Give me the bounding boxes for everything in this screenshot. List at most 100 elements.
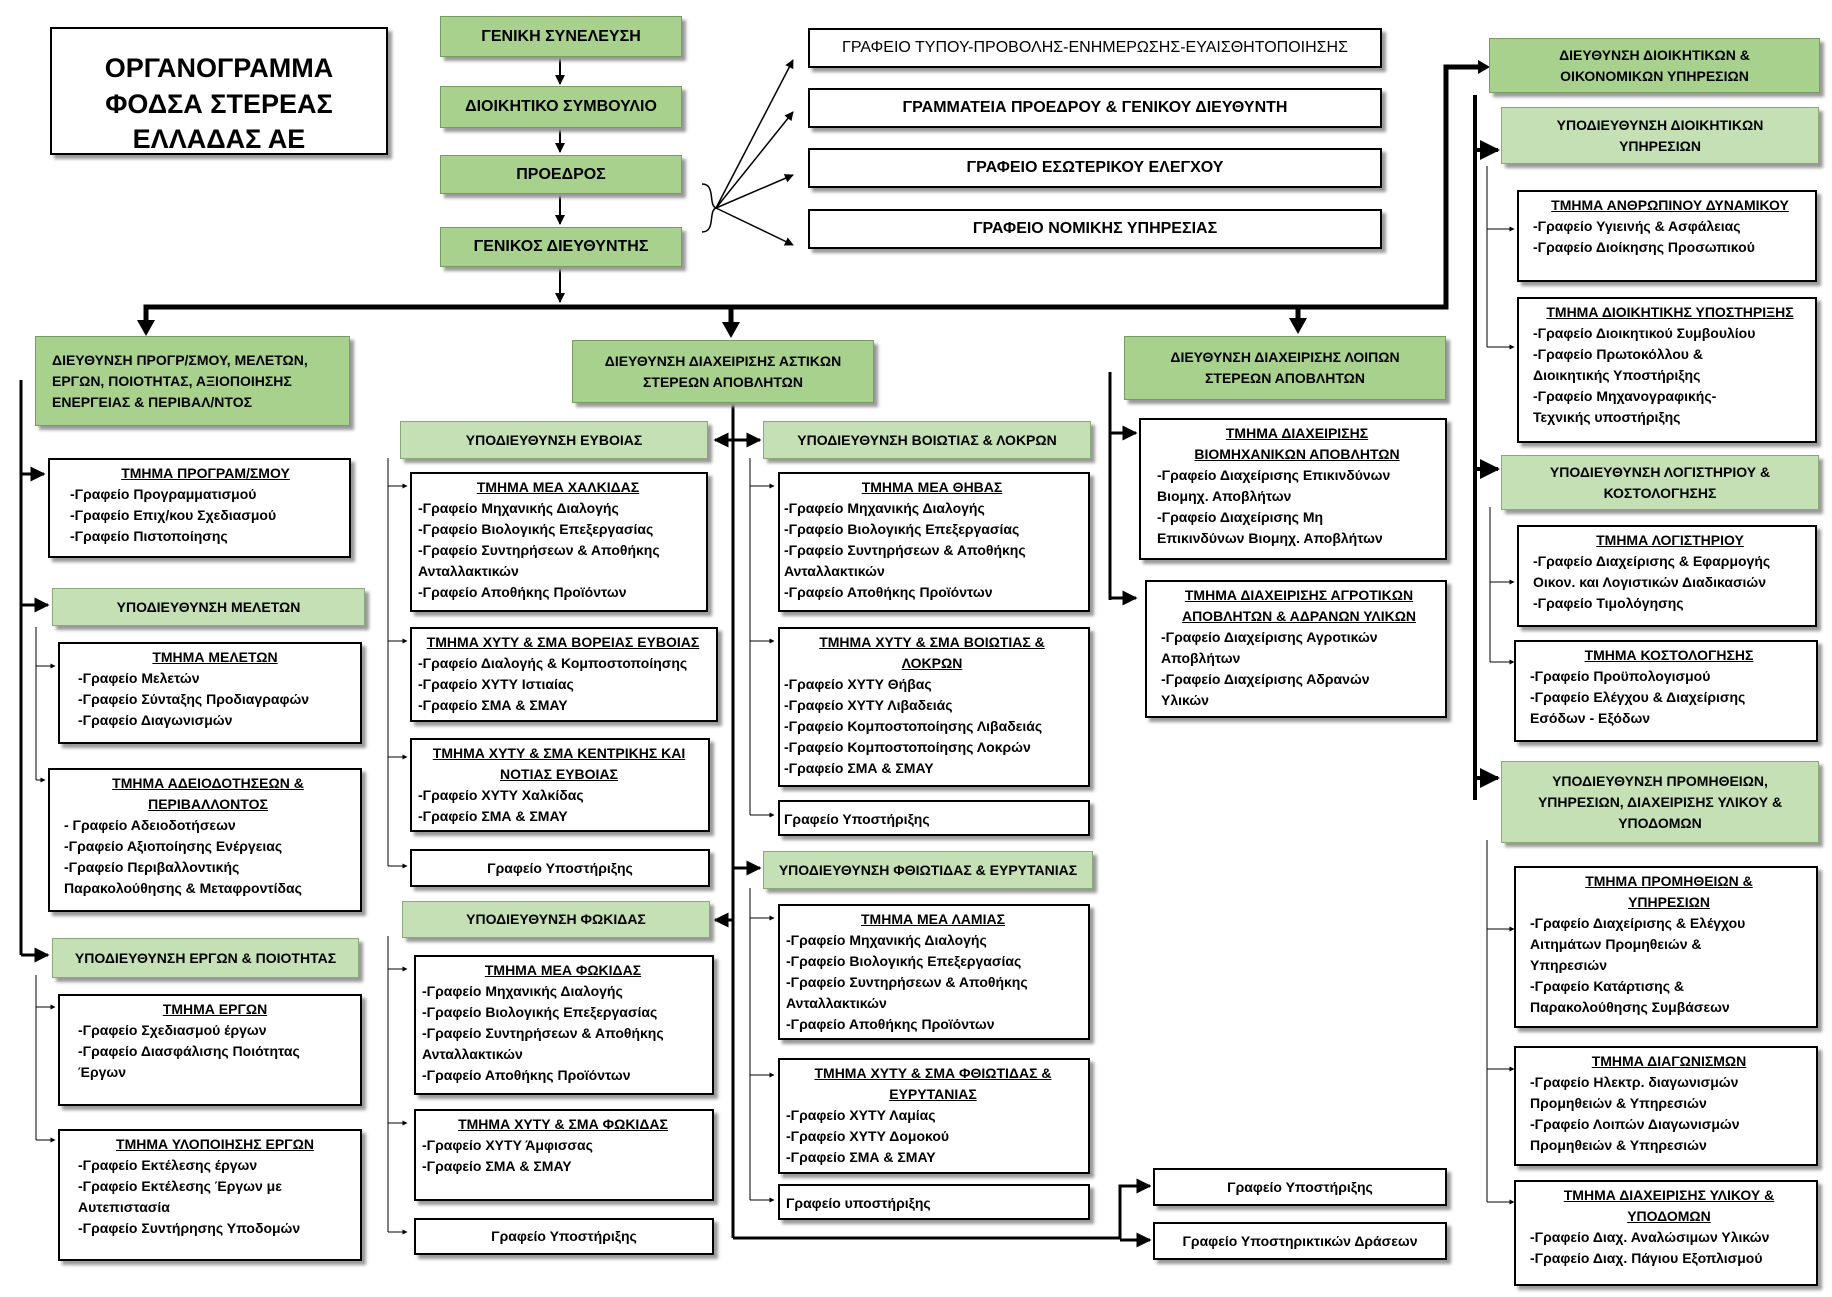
dept-title: ΤΜΗΜΑ ΜΕΑ ΛΑΜΙΑΣ [861, 911, 1005, 927]
support-actions-label: Γραφείο Υποστηρικτικών Δράσεων [1182, 1232, 1418, 1249]
staff-office-secretariat: ΓΡΑΜΜΑΤΕΙΑ ΠΡΟΕΔΡΟΥ & ΓΕΝΙΚΟΥ ΔΙΕΥΘΥΝΤΗ [808, 88, 1382, 128]
office-item: -Γραφείο ΧΥΤΥ Λαμίας [786, 1107, 936, 1123]
dept-costing: ΤΜΗΜΑ ΚΟΣΤΟΛΟΓΗΣΗΣ -Γραφείο Προϋπολογισμ… [1514, 640, 1818, 742]
office-item: -Γραφείο Προϋπολογισμού [1530, 668, 1711, 684]
dept-title-line: ΒΙΟΜΗΧΑΝΙΚΩΝ ΑΠΟΒΛΗΤΩΝ [1194, 446, 1400, 462]
subdirectorate-label: ΥΠΟΔΙΕΥΘΥΝΣΗ ΜΕΛΕΤΩΝ [116, 598, 301, 615]
office-item: -Γραφείο ΧΥΤΥ Ιστιαίας [418, 676, 574, 692]
office-item: -Γραφείο Πρωτοκόλλου & [1533, 346, 1703, 362]
office-item: -Γραφείο ΧΥΤΥ Θήβας [784, 676, 932, 692]
support-office-viotia: Γραφείο Υποστήριξης [778, 800, 1090, 836]
staff-office-label: ΓΡΑΦΕΙΟ ΤΥΠΟΥ-ΠΡΟΒΟΛΗΣ-ΕΝΗΜΕΡΩΣΗΣ-ΕΥΑΙΣΘ… [842, 39, 1348, 56]
office-item: Παρακολούθησης Συμβάσεων [1530, 999, 1730, 1015]
staff-office-label: ΓΡΑΜΜΑΤΕΙΑ ΠΡΟΕΔΡΟΥ & ΓΕΝΙΚΟΥ ΔΙΕΥΘΥΝΤΗ [902, 99, 1288, 116]
office-item: Οικον. και Λογιστικών Διαδικασιών [1533, 574, 1767, 590]
dept-title-line: ΤΜΗΜΑ ΧΥΤΥ & ΣΜΑ ΒΟΙΩΤΙΑΣ & [819, 634, 1045, 650]
office-item: Αποβλήτων [1161, 650, 1241, 666]
subdirectorate-accounting: ΥΠΟΔΙΕΥΘΥΝΣΗ ΛΟΓΙΣΤΗΡΙΟΥ & ΚΟΣΤΟΛΟΓΗΣΗΣ [1501, 455, 1819, 510]
directorate-title-line: ΔΙΕΥΘΥΝΣΗ ΔΙΑΧΕΙΡΙΣΗΣ ΑΣΤΙΚΩΝ [604, 352, 842, 369]
office-item: -Γραφείο Αποθήκης Προϊόντων [784, 584, 993, 600]
office-item: -Γραφείο Υγιεινής & Ασφάλειας [1533, 218, 1741, 234]
office-item: -Γραφείο Επιχ/κου Σχεδιασμού [70, 507, 277, 523]
subdirectorate-title-line: ΥΠΟΔΙΕΥΘΥΝΣΗ ΠΡΟΜΗΘΕΙΩΝ, [1552, 772, 1768, 789]
dept-title: ΤΜΗΜΑ ΧΥΤΥ & ΣΜΑ ΦΩΚΙΔΑΣ [458, 1116, 668, 1132]
office-item: -Γραφείο Μηχανικής Διαλογής [786, 932, 987, 948]
directorate-planning: ΔΙΕΥΘΥΝΣΗ ΠΡΟΓΡ/ΣΜΟΥ, ΜΕΛΕΤΩΝ, ΕΡΓΩΝ, ΠΟ… [35, 336, 350, 426]
office-item: -Γραφείο Μηχανικής Διαλογής [418, 500, 619, 516]
office-item: -Γραφείο Μηχανικής Διαλογής [784, 500, 985, 516]
dept-materials-infrastructure: ΤΜΗΜΑ ΔΙΑΧΕΙΡΙΣΗΣ ΥΛΙΚΟΥ & ΥΠΟΔΟΜΩΝ -Γρα… [1514, 1180, 1818, 1286]
dept-programming: ΤΜΗΜΑ ΠΡΟΓΡΑΜ/ΣΜΟΥ -Γραφείο Προγραμματισ… [48, 458, 351, 558]
office-item: -Γραφείο Συντηρήσεων & Αποθήκης [418, 542, 660, 558]
office-item: -Γραφείο Αξιοποίησης Ενέργειας [64, 838, 283, 854]
dept-title-line: ΠΕΡΙΒΑΛΛΟΝΤΟΣ [148, 796, 268, 812]
subdirectorate-evia: ΥΠΟΔΙΕΥΘΥΝΣΗ ΕΥΒΟΙΑΣ [400, 421, 708, 459]
directorate-other-waste: ΔΙΕΥΘΥΝΣΗ ΔΙΑΧΕΙΡΙΣΗΣ ΛΟΙΠΩΝ ΣΤΕΡΕΩΝ ΑΠΟ… [1124, 336, 1446, 400]
office-item: Παρακολούθησης & Μεταφροντίδας [64, 880, 302, 896]
dept-works: ΤΜΗΜΑ ΕΡΓΩΝ -Γραφείο Σχεδιασμού έργων -Γ… [58, 994, 362, 1106]
dept-tenders: ΤΜΗΜΑ ΔΙΑΓΩΝΙΣΜΩΝ -Γραφείο Ηλεκτρ. διαγω… [1514, 1046, 1818, 1166]
office-item: Ανταλλακτικών [786, 995, 887, 1011]
subdirectorate-label: ΥΠΟΔΙΕΥΘΥΝΣΗ ΕΥΒΟΙΑΣ [465, 431, 643, 448]
office-item: -Γραφείο ΧΥΤΥ Δομοκού [786, 1128, 950, 1144]
dept-title: ΤΜΗΜΑ ΜΕΑ ΧΑΛΚΙΔΑΣ [476, 479, 640, 495]
support-actions-office: Γραφείο Υποστηρικτικών Δράσεων [1153, 1222, 1447, 1260]
dept-title-line: ΝΟΤΙΑΣ ΕΥΒΟΙΑΣ [500, 766, 618, 782]
subdirectorate-title-line: ΚΟΣΤΟΛΟΓΗΣΗΣ [1603, 484, 1717, 501]
office-item: -Γραφείο Διαχείρισης Επικινδύνων [1157, 467, 1391, 483]
support-office-label: Γραφείο Υποστήριξης [784, 811, 930, 827]
dept-title-line: ΑΠΟΒΛΗΤΩΝ & ΑΔΡΑΝΩΝ ΥΛΙΚΩΝ [1181, 608, 1417, 624]
office-item: Ανταλλακτικών [418, 563, 519, 579]
subdirectorate-label: ΥΠΟΔΙΕΥΘΥΝΣΗ ΕΡΓΩΝ & ΠΟΙΟΤΗΤΑΣ [74, 949, 337, 966]
office-item: -Γραφείο Διοικητικού Συμβουλίου [1533, 325, 1756, 341]
dept-works-implementation: ΤΜΗΜΑ ΥΛΟΠΟΙΗΣΗΣ ΕΡΓΩΝ -Γραφείο Εκτέλεση… [58, 1129, 362, 1261]
office-item: -Γραφείο Συντηρήσεων & Αποθήκης [784, 542, 1026, 558]
support-office-evia: Γραφείο Υποστήριξης [410, 849, 710, 887]
dept-title-line: ΤΜΗΜΑ ΔΙΑΧΕΙΡΙΣΗΣ ΑΓΡΟΤΙΚΩΝ [1184, 587, 1414, 603]
dept-title: ΤΜΗΜΑ ΛΟΓΙΣΤΗΡΙΟΥ [1596, 532, 1744, 548]
office-item: Βιομηχ. Αποβλήτων [1157, 488, 1292, 504]
subdirectorate-label: ΥΠΟΔΙΕΥΘΥΝΣΗ ΦΩΚΙΔΑΣ [466, 911, 646, 927]
office-item: -Γραφείο Πιστοποίησης [70, 528, 228, 544]
subdirectorate-works-quality: ΥΠΟΔΙΕΥΘΥΝΣΗ ΕΡΓΩΝ & ΠΟΙΟΤΗΤΑΣ [52, 938, 359, 978]
support-office-label: Γραφείο Υποστήριξης [491, 1228, 637, 1244]
support-office-fthiotida: Γραφείο υποστήριξης [778, 1184, 1090, 1220]
office-item: -Γραφείο Διαχ. Αναλώσιμων Υλικών [1530, 1229, 1770, 1245]
office-item: -Γραφείο Βιολογικής Επεξεργασίας [784, 521, 1020, 537]
president-box: ΠΡΟΕΔΡΟΣ [440, 155, 682, 194]
dept-licensing-environment: ΤΜΗΜΑ ΑΔΕΙΟΔΟΤΗΣΕΩΝ & ΠΕΡΙΒΑΛΛΟΝΤΟΣ - Γρ… [48, 768, 362, 912]
title-line: ΕΛΛΑΔΑΣ ΑΕ [132, 124, 306, 155]
office-item: -Γραφείο ΧΥΤΥ Χαλκίδας [418, 787, 584, 803]
office-item: -Γραφείο Ηλεκτρ. διαγωνισμών [1530, 1074, 1739, 1090]
office-item: -Γραφείο Ελέγχου & Διαχείρισης [1530, 689, 1746, 705]
office-item: -Γραφείο ΣΜΑ & ΣΜΑΥ [422, 1158, 572, 1174]
office-item: - Γραφείο Αδειοδοτήσεων [64, 817, 236, 833]
staff-office-internal-audit: ΓΡΑΦΕΙΟ ΕΣΩΤΕΡΙΚΟΥ ΕΛΕΓΧΟΥ [808, 148, 1382, 188]
subdirectorate-fokida: ΥΠΟΔΙΕΥΘΥΝΣΗ ΦΩΚΙΔΑΣ [402, 901, 710, 938]
staff-office-legal: ΓΡΑΦΕΙΟ ΝΟΜΙΚΗΣ ΥΠΗΡΕΣΙΑΣ [808, 209, 1382, 249]
office-item: Προμηθειών & Υπηρεσιών [1530, 1095, 1707, 1111]
directorate-title-line: ΟΙΚΟΝΟΜΙΚΩΝ ΥΠΗΡΕΣΙΩΝ [1560, 67, 1749, 84]
office-item: -Γραφείο Αποθήκης Προϊόντων [786, 1016, 995, 1032]
dept-title-line: ΥΠΗΡΕΣΙΩΝ [1628, 894, 1710, 910]
dept-title: ΤΜΗΜΑ ΕΡΓΩΝ [162, 1001, 268, 1017]
office-item: Έργων [78, 1064, 127, 1080]
subdirectorate-label: ΥΠΟΔΙΕΥΘΥΝΣΗ ΦΘΙΩΤΙΔΑΣ & ΕΥΡΥΤΑΝΙΑΣ [778, 861, 1078, 878]
dept-mea-lamia: ΤΜΗΜΑ ΜΕΑ ΛΑΜΙΑΣ -Γραφείο Μηχανικής Διαλ… [778, 904, 1090, 1040]
office-item: -Γραφείο Διασφάλισης Ποιότητας [78, 1043, 300, 1059]
subdirectorate-title-line: ΥΠΗΡΕΣΙΩΝ, ΔΙΑΧΕΙΡΙΣΗΣ ΥΛΙΚΟΥ & [1537, 793, 1783, 810]
dept-title: ΤΜΗΜΑ ΑΝΘΡΩΠΙΝΟΥ ΔΥΝΑΜΙΚΟΥ [1551, 197, 1789, 213]
office-item: -Γραφείο Εκτέλεσης έργων [78, 1157, 258, 1173]
directorate-title-line: ΔΙΕΥΘΥΝΣΗ ΠΡΟΓΡ/ΣΜΟΥ, ΜΕΛΕΤΩΝ, [52, 351, 308, 368]
directorate-urban-waste: ΔΙΕΥΘΥΝΣΗ ΔΙΑΧΕΙΡΙΣΗΣ ΑΣΤΙΚΩΝ ΣΤΕΡΕΩΝ ΑΠ… [572, 340, 874, 403]
directorate-title-line: ΕΡΓΩΝ, ΠΟΙΟΤΗΤΑΣ, ΑΞΙΟΠΟΙΗΣΗΣ [52, 372, 292, 389]
directorate-title-line: ΣΤΕΡΕΩΝ ΑΠΟΒΛΗΤΩΝ [643, 373, 803, 390]
title-line: ΦΟΔΣΑ ΣΤΕΡΕΑΣ [105, 88, 333, 119]
subdirectorate-title-line: ΥΠΗΡΕΣΙΩΝ [1619, 137, 1701, 154]
office-item: Επικινδύνων Βιομηχ. Αποβλήτων [1157, 530, 1383, 546]
office-item: -Γραφείο Σχεδιασμού έργων [78, 1022, 267, 1038]
dept-title: ΤΜΗΜΑ ΜΕΑ ΦΩΚΙΔΑΣ [484, 962, 642, 978]
office-item: Διοικητικής Υποστήριξης [1533, 367, 1701, 383]
subdirectorate-fthiotida: ΥΠΟΔΙΕΥΘΥΝΣΗ ΦΘΙΩΤΙΔΑΣ & ΕΥΡΥΤΑΝΙΑΣ [763, 851, 1093, 889]
general-assembly-label: ΓΕΝΙΚΗ ΣΥΝΕΛΕΥΣΗ [481, 27, 641, 45]
